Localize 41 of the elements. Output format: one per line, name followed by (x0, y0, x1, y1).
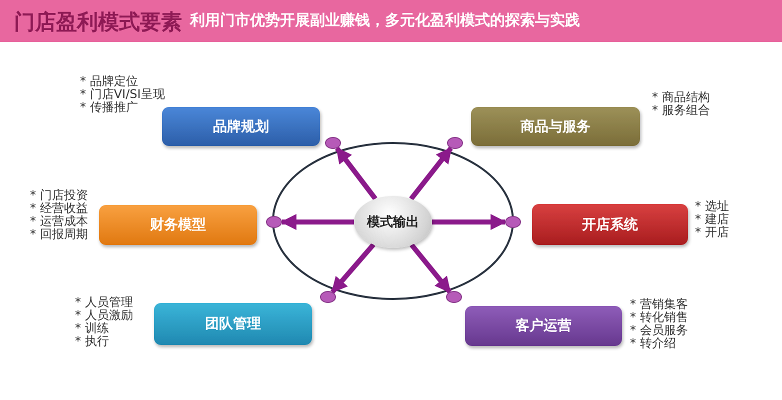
connector-dot (505, 216, 521, 228)
bullet-item: * 品牌定位 (80, 75, 139, 88)
bullet-item: * 人员激励 (75, 309, 133, 322)
connector-dot (325, 137, 341, 149)
bullet-item: * 运营成本 (30, 215, 88, 228)
bullet-item: * 经营收益 (30, 202, 88, 215)
arrow (334, 146, 378, 200)
bullet-item: * 转介绍 (630, 337, 677, 350)
bullet-item: * 建店 (695, 213, 729, 226)
connector-dot (447, 137, 463, 149)
center-oval: 模式输出 (354, 196, 432, 248)
bullet-item: * 商品结构 (652, 91, 710, 104)
bullet-item: * 会员服务 (630, 324, 688, 337)
bullet-item: * 选址 (695, 200, 729, 213)
bullet-item: * 回报周期 (30, 228, 88, 241)
bullet-item: * 门店VI/SI呈现 (80, 88, 165, 101)
arrow (280, 214, 354, 230)
arrow (409, 146, 453, 200)
bullet-item: * 执行 (75, 335, 110, 348)
arrow (330, 242, 376, 294)
bullet-item: * 转化销售 (630, 311, 688, 324)
connector-dot (266, 216, 282, 228)
process-box: 团队管理 (154, 303, 312, 345)
arrow (432, 214, 507, 230)
bullet-item: * 传播推广 (80, 101, 139, 114)
title: 利用门市优势开展副业赚钱，多元化盈利模式的探索与实践 (190, 11, 580, 30)
process-box: 品牌规划 (162, 107, 320, 146)
connector-dot (320, 291, 336, 303)
process-box: 财务模型 (99, 205, 257, 245)
bullet-item: * 人员管理 (75, 296, 133, 309)
bullet-item: * 服务组合 (652, 104, 710, 117)
process-box: 客户运营 (465, 306, 622, 346)
bullet-item: * 开店 (695, 226, 729, 239)
process-box: 商品与服务 (471, 107, 640, 146)
bullet-item: * 营销集客 (630, 298, 688, 311)
bullet-item: * 门店投资 (30, 189, 88, 202)
heading: 门店盈利模式要素 (14, 9, 182, 36)
arrow (410, 243, 452, 294)
connector-dot (446, 291, 462, 303)
bullet-item: * 训练 (75, 322, 110, 335)
process-box: 开店系统 (532, 204, 688, 245)
